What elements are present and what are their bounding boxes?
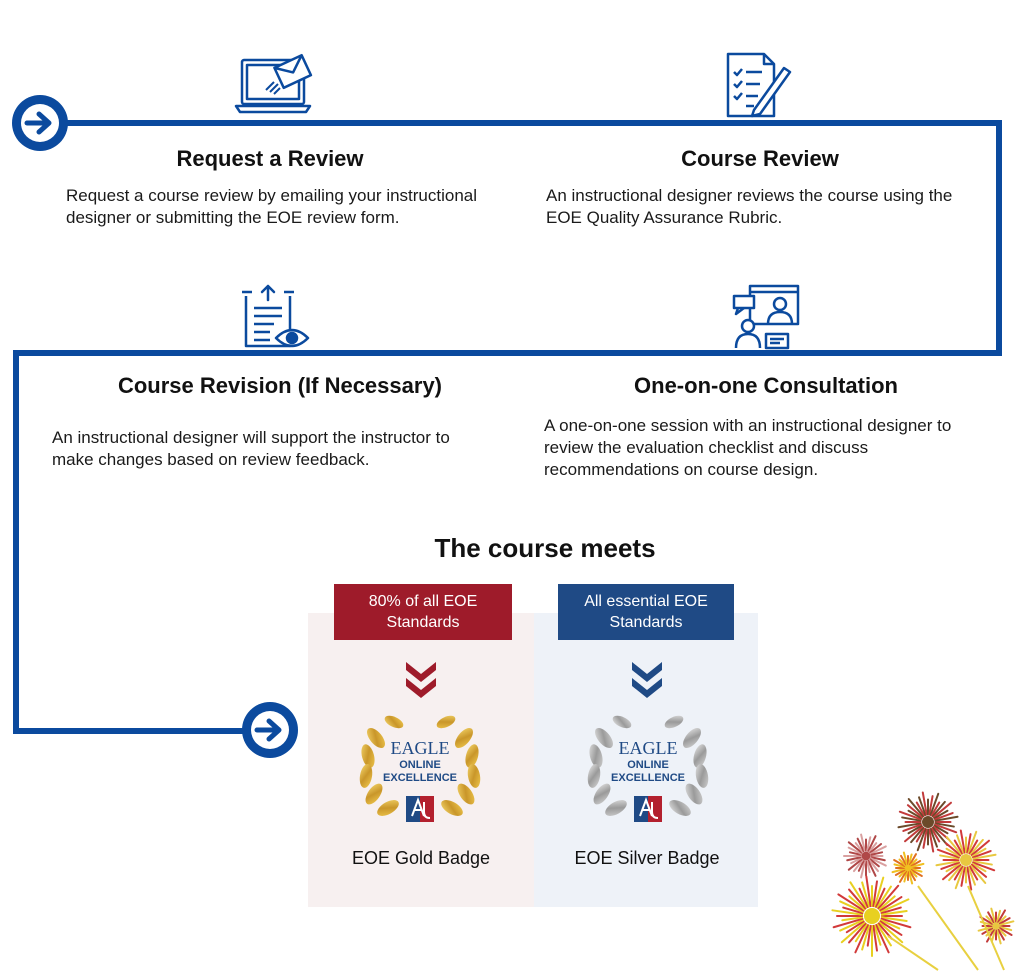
gold-badge-icon	[354, 708, 486, 833]
step-desc-review: An instructional designer reviews the co…	[546, 186, 953, 227]
laptop-email-icon	[234, 52, 318, 123]
step-desc-consultation: A one-on-one session with an instruction…	[544, 416, 952, 479]
silver-badge-excellence-text: EXCELLENCE	[611, 772, 685, 784]
gold-criteria-tag: 80% of all EOE Standards	[334, 584, 512, 640]
path-segment-bottom	[13, 728, 263, 734]
silver-panel	[534, 613, 758, 907]
gold-chevron-down-icon	[404, 660, 438, 705]
path-segment-left	[13, 350, 19, 734]
gold-badge-excellence-text: EXCELLENCE	[383, 772, 457, 784]
step-title-revision: Course Revision (If Necessary)	[117, 373, 443, 398]
silver-badge-online-text: ONLINE	[627, 759, 669, 771]
step-desc-request: Request a course review by emailing your…	[66, 186, 478, 227]
gold-badge-label: EOE Gold Badge	[351, 848, 491, 868]
path-segment-top	[40, 120, 1002, 126]
checklist-pen-icon	[724, 50, 794, 125]
gold-panel	[308, 613, 534, 907]
start-arrow-icon	[12, 95, 68, 151]
gold-badge-eagle-text: EAGLE	[390, 738, 450, 758]
video-meeting-icon	[730, 282, 802, 357]
silver-criteria-tag: All essential EOE Standards	[558, 584, 734, 640]
step-desc-revision: An instructional designer will support t…	[52, 428, 450, 469]
silver-badge-icon	[582, 708, 714, 833]
gold-badge-online-text: ONLINE	[399, 759, 441, 771]
outcome-heading: The course meets	[434, 533, 656, 563]
silver-badge-label: EOE Silver Badge	[574, 848, 720, 868]
step-title-review: Course Review	[681, 146, 839, 171]
silver-chevron-down-icon	[630, 660, 664, 705]
step-title-consultation: One-on-one Consultation	[634, 373, 898, 398]
document-eye-icon	[240, 282, 312, 357]
end-arrow-icon	[242, 702, 298, 758]
fireworks-icon	[828, 786, 1018, 977]
silver-badge-eagle-text: EAGLE	[618, 738, 678, 758]
path-segment-middle	[13, 350, 1002, 356]
path-segment-right	[996, 120, 1002, 356]
step-title-request: Request a Review	[176, 146, 364, 171]
